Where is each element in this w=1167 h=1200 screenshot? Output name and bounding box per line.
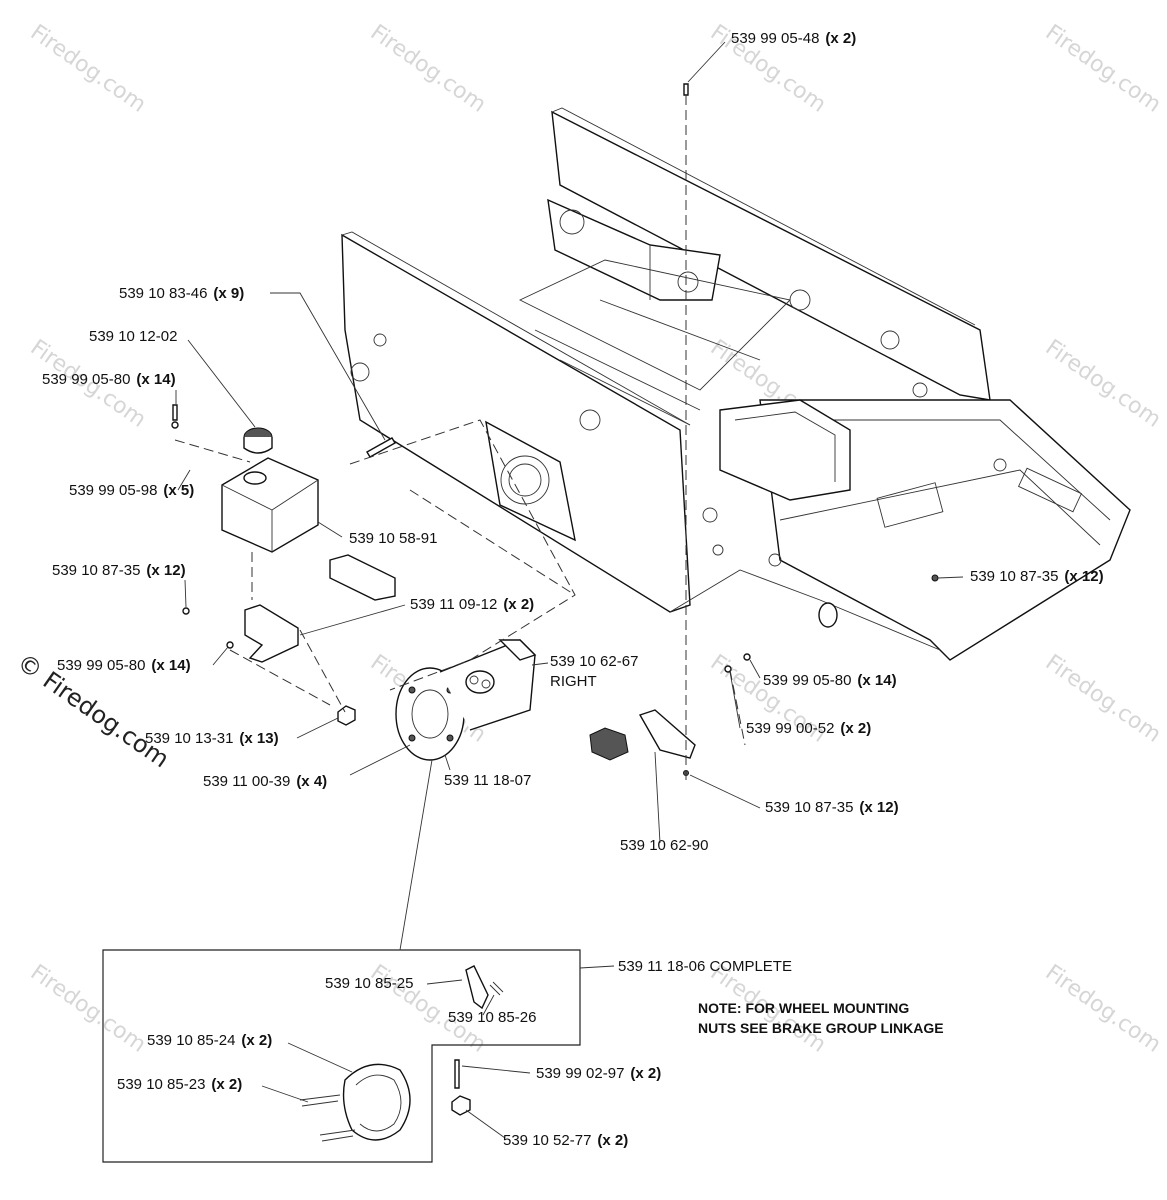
part-label: 539 10 85-23(x 2) xyxy=(117,1076,243,1093)
part-label: 539 10 85-24(x 2) xyxy=(147,1032,273,1049)
relay-valve xyxy=(589,727,629,761)
part-label: 539 99 00-52(x 2) xyxy=(746,720,872,737)
anchor-pin xyxy=(454,1059,460,1089)
tank-bracket xyxy=(329,554,396,601)
part-label: 539 99 05-48(x 2) xyxy=(731,30,857,47)
upper-side-rail xyxy=(551,110,991,401)
part-label: 539 10 87-35(x 12) xyxy=(52,562,186,579)
chassis-frame xyxy=(341,107,1131,661)
part-label: 539 11 00-39(x 4) xyxy=(203,773,328,790)
part-label: 539 11 18-06 COMPLETE xyxy=(618,958,792,975)
wheel-nut xyxy=(451,1095,471,1116)
brake-lever xyxy=(465,965,489,1010)
valve-bracket xyxy=(638,709,696,759)
hex-nut xyxy=(337,705,356,726)
part-label: 539 99 05-80(x 14) xyxy=(57,657,191,674)
leader-lines xyxy=(175,41,964,1139)
part-label: 539 11 09-12(x 2) xyxy=(410,596,535,613)
part-label: 539 10 87-35(x 12) xyxy=(970,568,1104,585)
part-label: 539 10 83-46(x 9) xyxy=(119,285,245,302)
part-label: 539 99 05-80(x 14) xyxy=(42,371,176,388)
oil-reservoir-tank xyxy=(221,457,319,553)
small-screw xyxy=(172,404,178,421)
inset-frame xyxy=(102,949,581,1163)
lower-bracket xyxy=(244,604,299,663)
brake-shoe xyxy=(342,1063,411,1141)
part-label: 539 99 05-80(x 14) xyxy=(763,672,897,689)
center-lines xyxy=(174,95,746,780)
part-label: 539 11 18-07 xyxy=(444,772,532,789)
long-bolt xyxy=(366,437,396,458)
rear-frame-extension xyxy=(759,399,1131,661)
part-label: 539 10 58-91 xyxy=(349,530,438,547)
part-label: 539 99 02-97(x 2) xyxy=(536,1065,662,1082)
part-label: 539 99 05-98(x 5) xyxy=(69,482,195,499)
part-label: 539 10 85-25 xyxy=(325,975,414,992)
part-label: 539 10 12-02 xyxy=(89,328,178,345)
part-label: 539 10 85-26 xyxy=(448,1009,537,1026)
left-side-plate xyxy=(341,233,691,613)
wheel-motor xyxy=(395,639,537,761)
part-label: 539 10 52-77(x 2) xyxy=(503,1132,629,1149)
note-line: NUTS SEE BRAKE GROUP LINKAGE xyxy=(698,1020,944,1036)
brake-inset xyxy=(102,949,581,1163)
part-label: RIGHT xyxy=(550,673,597,690)
part-label: 539 10 62-90 xyxy=(620,837,709,854)
note-line: NOTE: FOR WHEEL MOUNTING xyxy=(698,1000,910,1016)
axle-mount-plate xyxy=(485,420,576,542)
wheel-mounting-note: NOTE: FOR WHEEL MOUNTING NUTS SEE BRAKE … xyxy=(698,998,944,1038)
part-label: 539 10 13-31(x 13) xyxy=(145,730,279,747)
part-label: 539 10 87-35(x 12) xyxy=(765,799,899,816)
part-label: 539 10 62-67 xyxy=(550,653,639,670)
